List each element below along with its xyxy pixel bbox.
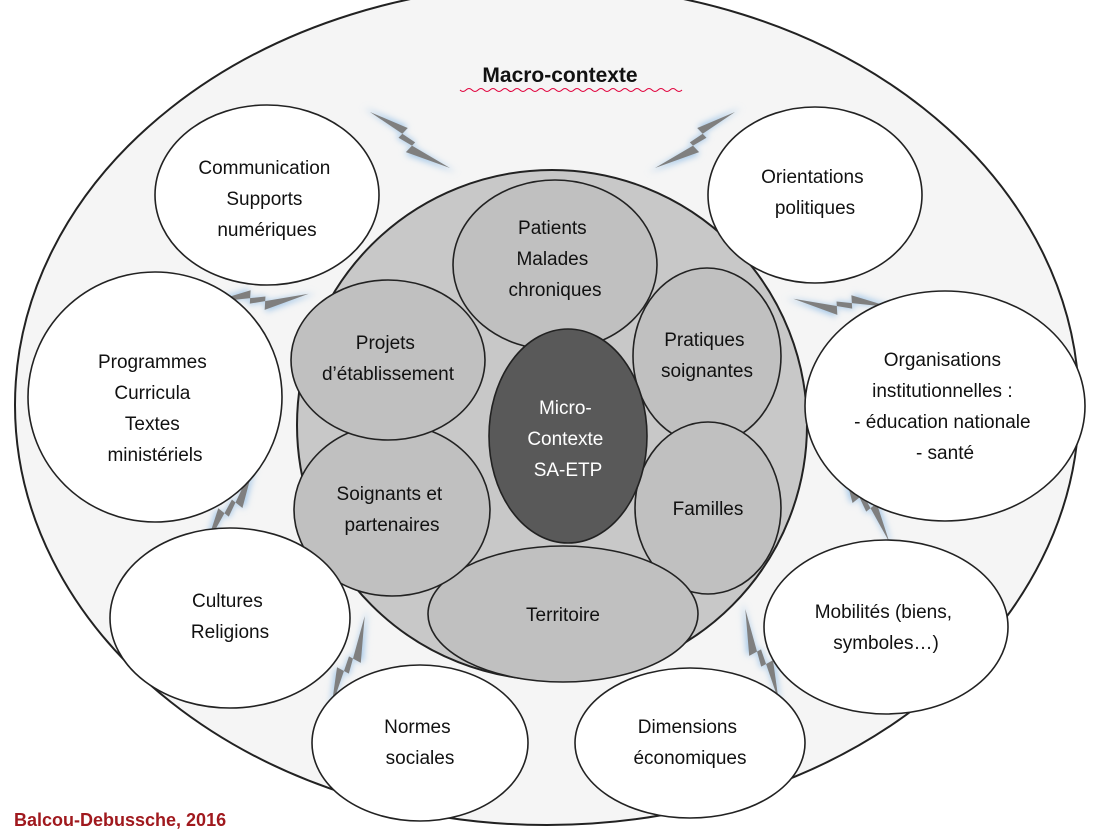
svg-text:Micro- Contexte SA: Micro- Contexte SA-ETP [527, 398, 608, 481]
svg-text:Cultures Religions: Cultures Religions [191, 591, 269, 643]
node-normes: Normes sociales [311, 664, 529, 822]
node-territoire: Territoire [427, 545, 699, 683]
node-pratiques: Pratiques soignantes [632, 267, 782, 445]
svg-text:Normes sociales: Normes sociales [384, 717, 456, 769]
node-communication: Communication Supports numériques [154, 104, 380, 286]
node-patients: Patients Malades chroniques [452, 179, 658, 351]
svg-text:Programmes Curricula: Programmes Curricula Textes ministériels [98, 352, 212, 466]
svg-text:Familles: Familles [673, 499, 744, 520]
node-organisations: Organisations institutionnelles : - éduc… [804, 290, 1086, 522]
diagram-title: Macro-contexte [482, 64, 637, 87]
node-familles: Familles [634, 421, 782, 595]
svg-text:Dimensions économiques: Dimensions économiques [633, 717, 746, 769]
node-soignants: Soignants et partenaires [293, 423, 491, 597]
svg-text:Orientations politiques: Orientations politiques [761, 167, 869, 219]
credit-text: Balcou-Debussche, 2016 [14, 810, 226, 830]
node-micro-context-center: Micro- Contexte SA-ETP [488, 328, 648, 544]
svg-text:Organisations institutio: Organisations institutionnelles : - éduc… [854, 350, 1036, 464]
svg-text:Pratiques soignantes: Pratiques soignantes [661, 330, 753, 382]
node-orientations: Orientations politiques [707, 106, 923, 284]
svg-text:Patients Malades c: Patients Malades chroniques [509, 218, 602, 301]
svg-text:Territoire: Territoire [526, 605, 600, 626]
svg-text:Communication Supports: Communication Supports numériques [198, 158, 335, 241]
svg-text:Soignants et partenaires: Soignants et partenaires [337, 484, 448, 536]
svg-text:Projets d’établissement: Projets d’établissement [322, 333, 455, 385]
node-programmes: Programmes Curricula Textes ministériels [27, 271, 283, 523]
node-projets: Projets d’établissement [290, 279, 486, 441]
node-cultures: Cultures Religions [109, 527, 351, 709]
svg-text:Mobilités (biens, symbol: Mobilités (biens, symboles…) [815, 602, 958, 654]
node-mobilites: Mobilités (biens, symboles…) [763, 539, 1009, 715]
title-underline [459, 88, 683, 92]
node-dimensions: Dimensions économiques [574, 667, 806, 819]
